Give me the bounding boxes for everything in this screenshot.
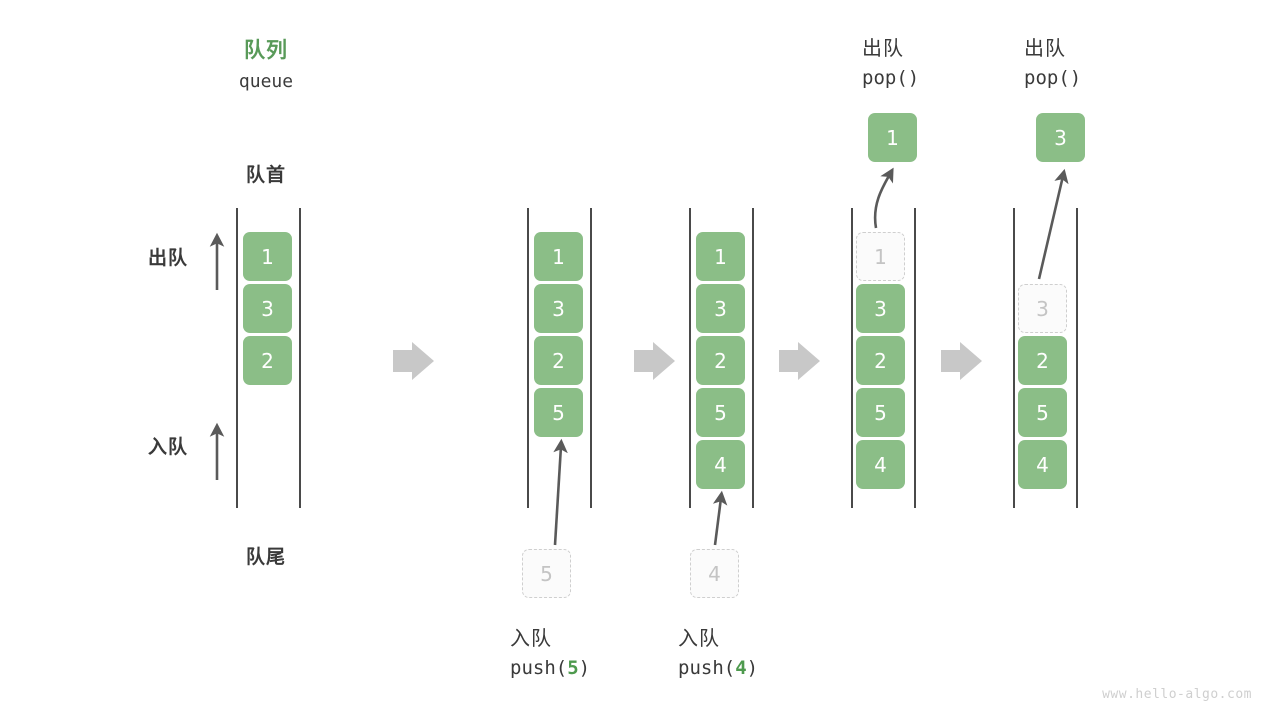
pop-arrow-3	[1037, 168, 1069, 280]
queue-cell: 3	[534, 284, 583, 333]
transition-arrow	[393, 342, 434, 380]
pop-code-suffix: )	[1069, 67, 1082, 89]
incoming-ghost-cell: 4	[690, 549, 739, 598]
push-code-suffix: )	[578, 657, 591, 679]
rail-left-step3	[689, 208, 691, 508]
dequeue-op-label: 出队	[862, 36, 904, 60]
queue-cell: 2	[534, 336, 583, 385]
incoming-ghost-cell: 5	[522, 549, 571, 598]
queue-title-cn: 队列	[244, 38, 288, 62]
push-call-code: push(5)	[510, 657, 590, 679]
queue-cell: 2	[1018, 336, 1067, 385]
pop-code-prefix: pop(	[862, 67, 908, 89]
transition-arrow	[941, 342, 982, 380]
queue-cell: 3	[696, 284, 745, 333]
queue-cell: 3	[243, 284, 292, 333]
enqueue-op-label: 入队	[510, 626, 552, 650]
push-code-value: 4	[735, 657, 747, 679]
dequeue-op-label: 出队	[1024, 36, 1066, 60]
transition-arrow	[634, 342, 675, 380]
transition-arrow	[779, 342, 820, 380]
rail-right-step1	[299, 208, 301, 508]
pop-call-code: pop()	[1024, 67, 1081, 89]
queue-cell: 4	[856, 440, 905, 489]
queue-cell: 5	[856, 388, 905, 437]
pop-code-suffix: )	[907, 67, 920, 89]
outgoing-ghost-cell: 3	[1018, 284, 1067, 333]
push-arrow-5	[553, 438, 568, 546]
push-arrow-4	[712, 490, 728, 546]
rail-left-step4	[851, 208, 853, 508]
queue-cell: 4	[1018, 440, 1067, 489]
rail-right-step3	[752, 208, 754, 508]
queue-cell: 4	[696, 440, 745, 489]
queue-cell: 1	[534, 232, 583, 281]
pop-code-prefix: pop(	[1024, 67, 1070, 89]
popped-cell: 1	[868, 113, 917, 162]
queue-cell: 5	[1018, 388, 1067, 437]
rail-right-step4	[914, 208, 916, 508]
push-code-prefix: push(	[678, 657, 736, 679]
enqueue-op-label: 入队	[678, 626, 720, 650]
dequeue-direction-label: 出队	[148, 247, 189, 269]
queue-cell: 2	[696, 336, 745, 385]
queue-cell: 3	[856, 284, 905, 333]
rear-label: 队尾	[245, 546, 286, 568]
push-code-prefix: push(	[510, 657, 568, 679]
queue-title-code: queue	[238, 71, 294, 92]
popped-cell: 3	[1036, 113, 1085, 162]
outgoing-ghost-cell: 1	[856, 232, 905, 281]
queue-cell: 2	[856, 336, 905, 385]
pop-arrow-1	[873, 167, 894, 229]
rail-right-step5	[1076, 208, 1078, 508]
queue-cell: 5	[696, 388, 745, 437]
rail-left-step5	[1013, 208, 1015, 508]
rail-left-step2	[527, 208, 529, 508]
queue-cell: 2	[243, 336, 292, 385]
pop-call-code: pop()	[862, 67, 919, 89]
enqueue-direction-label: 入队	[148, 436, 189, 458]
push-call-code: push(4)	[678, 657, 758, 679]
queue-cell: 1	[243, 232, 292, 281]
rail-left-step1	[236, 208, 238, 508]
rail-right-step2	[590, 208, 592, 508]
site-watermark: www.hello-algo.com	[1102, 687, 1252, 702]
push-code-suffix: )	[746, 657, 759, 679]
push-code-value: 5	[567, 657, 579, 679]
front-label: 队首	[245, 164, 286, 186]
queue-cell: 1	[696, 232, 745, 281]
queue-cell: 5	[534, 388, 583, 437]
